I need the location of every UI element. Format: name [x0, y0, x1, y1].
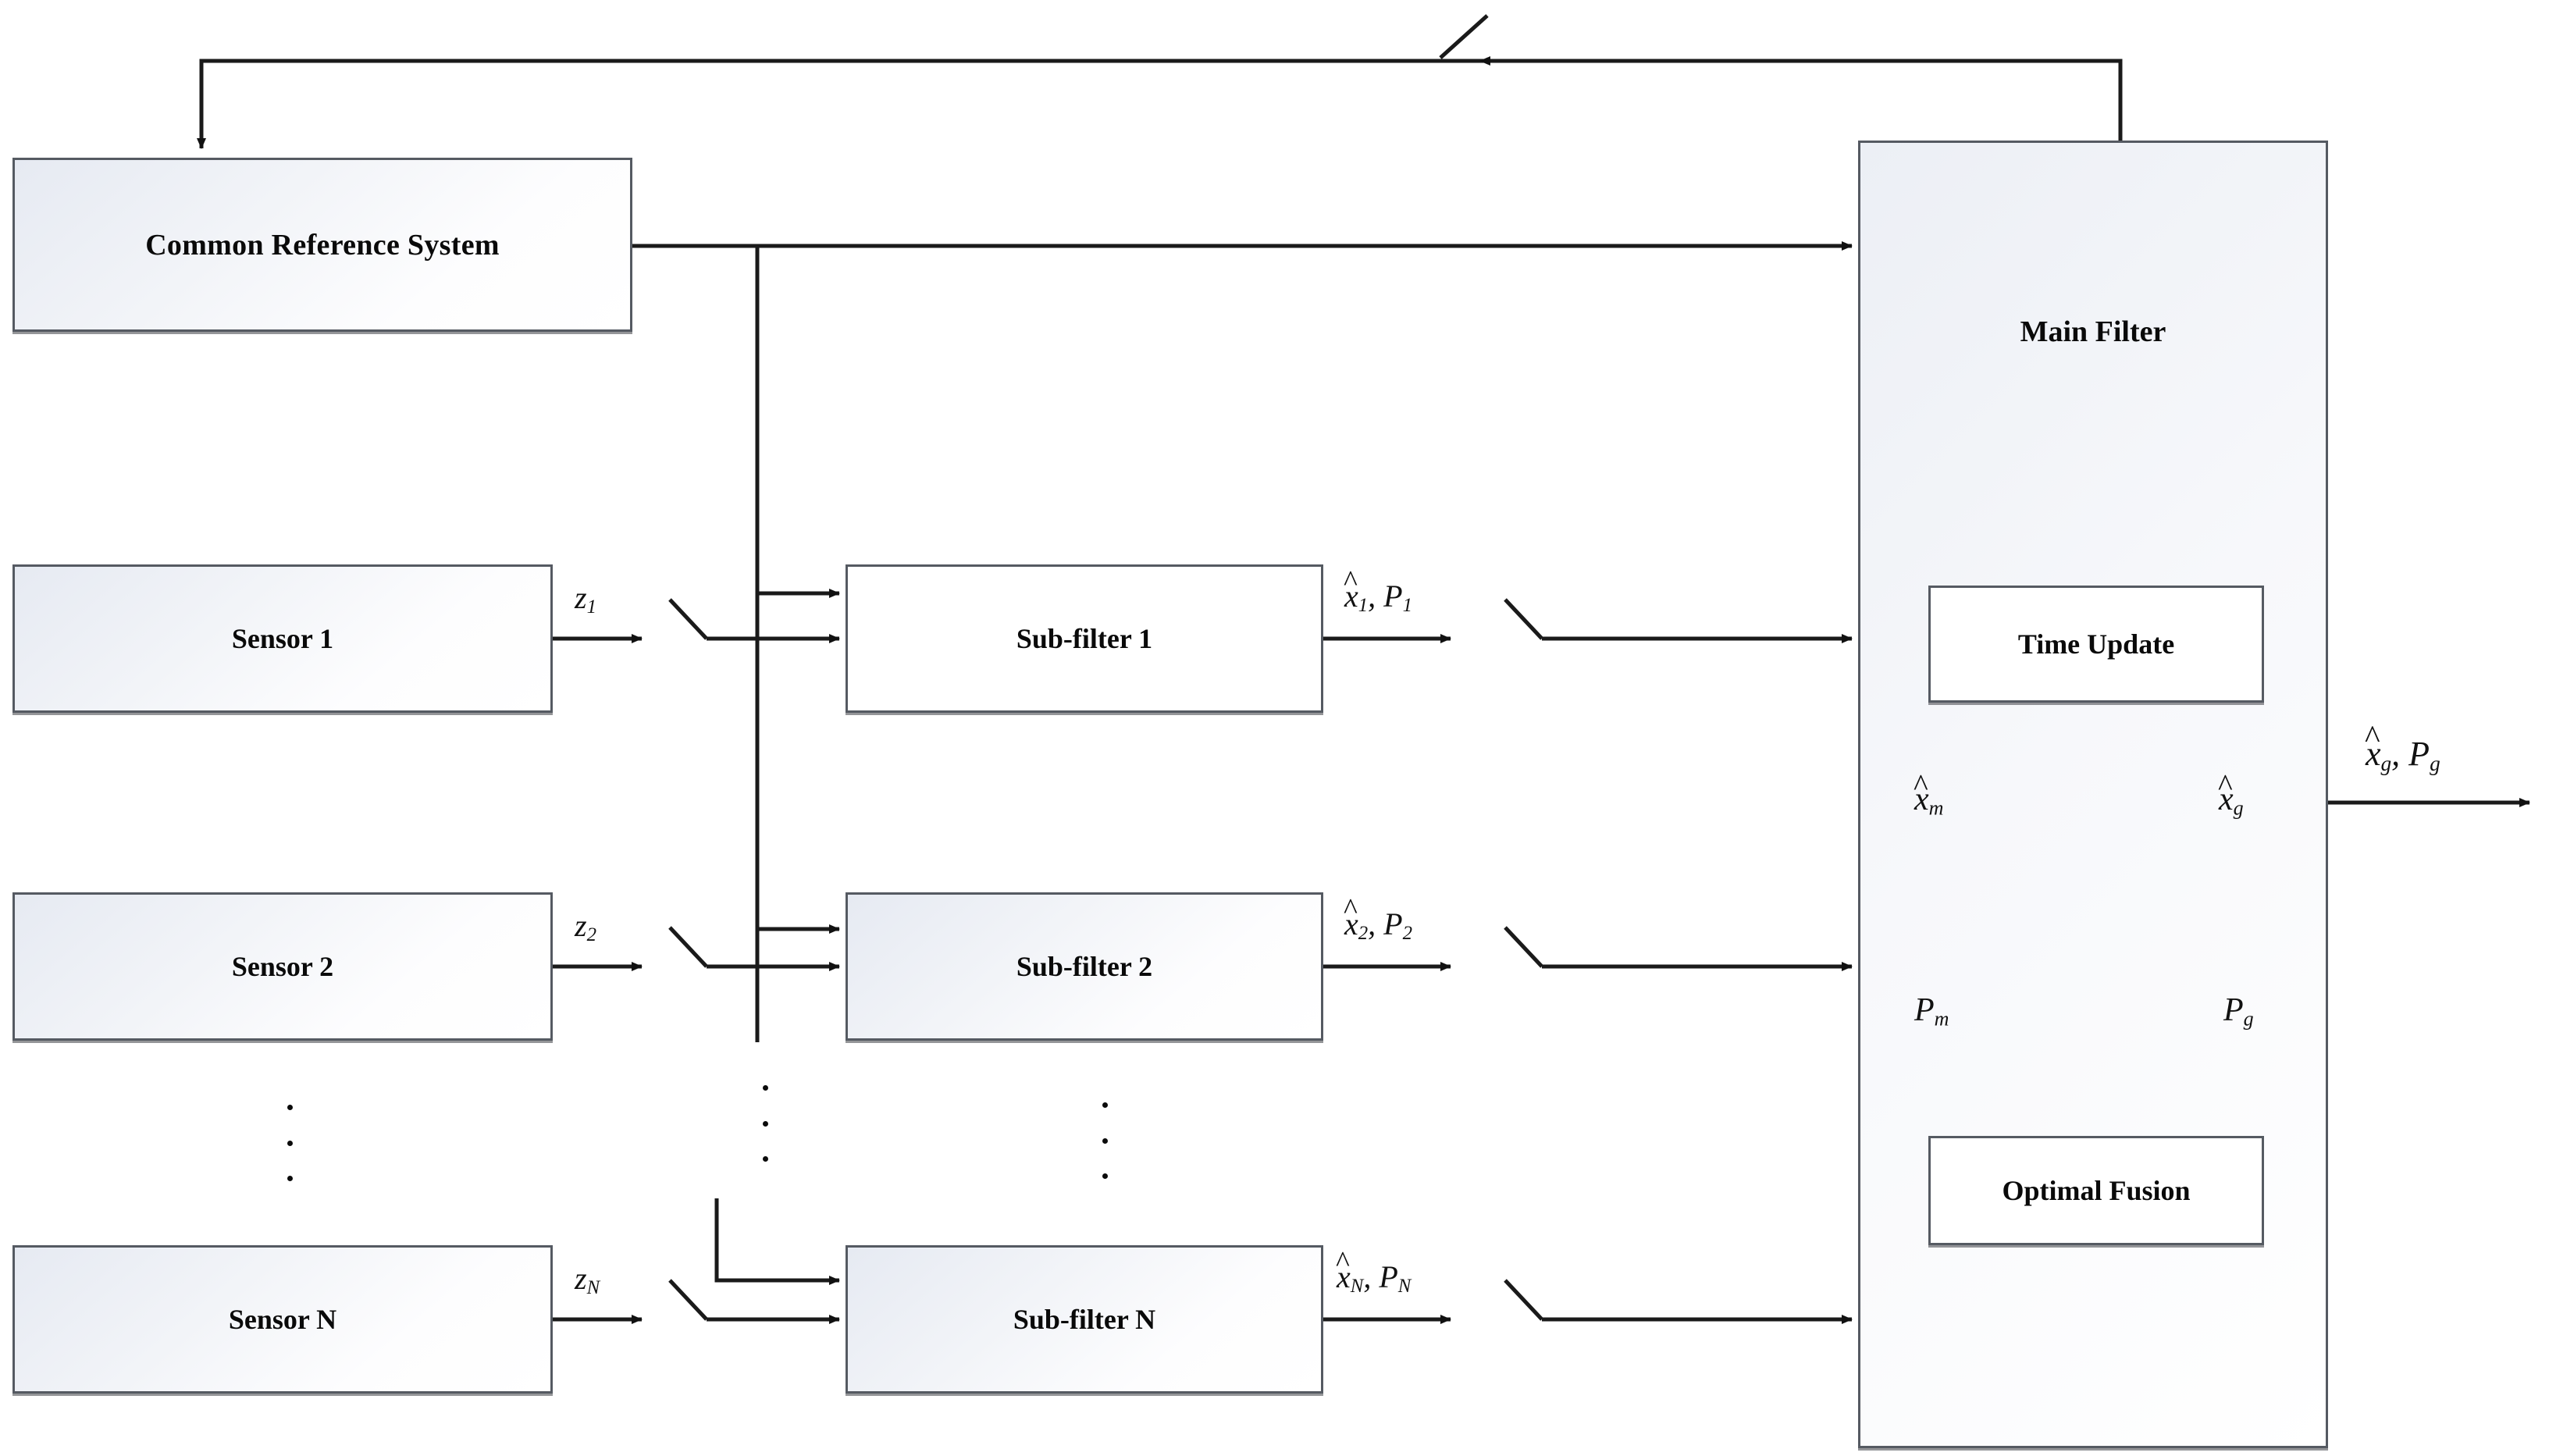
- block-sensor-1[interactable]: Sensor 1: [12, 564, 553, 713]
- block-label-subfilter-2: Sub-filter 2: [1016, 951, 1153, 982]
- signal-label-p-g-feedback: Pg: [2223, 992, 2254, 1031]
- block-label-time-update: Time Update: [2017, 628, 2175, 660]
- block-sensor-2[interactable]: Sensor 2: [12, 892, 553, 1041]
- signal-label-z1: z1: [575, 580, 596, 618]
- block-time-update[interactable]: Time Update: [1928, 586, 2264, 703]
- signal-label-subfilter-1-output: ^x1, P1: [1344, 564, 1413, 617]
- block-label-subfilter-n: Sub-filter N: [1013, 1304, 1156, 1335]
- signal-label-z2: z2: [575, 908, 596, 946]
- signal-label-p-m: Pm: [1914, 992, 1949, 1031]
- block-label-optimal-fusion: Optimal Fusion: [2002, 1175, 2191, 1206]
- switch-symbol-feedback: [1439, 14, 1489, 59]
- feedback-top-path: [197, 14, 2123, 149]
- switch-symbol-sensor-1: [668, 598, 708, 640]
- block-optimal-fusion[interactable]: Optimal Fusion: [1928, 1136, 2264, 1245]
- signal-label-main-filter-output: ^xg, Pg: [2364, 719, 2440, 775]
- switch-symbol-subfilter-n: [1504, 1279, 1543, 1321]
- switch-symbol-sensor-2: [668, 926, 708, 968]
- block-subfilter-n[interactable]: Sub-filter N: [846, 1245, 1323, 1394]
- block-common-reference-system[interactable]: Common Reference System: [12, 158, 632, 332]
- block-subfilter-1[interactable]: Sub-filter 1: [846, 564, 1323, 713]
- signal-label-x-m: ^xm: [1914, 767, 1944, 820]
- block-sensor-n[interactable]: Sensor N: [12, 1245, 553, 1394]
- switch-symbol-subfilter-1: [1504, 598, 1543, 640]
- vertical-ellipsis-sensor-column: [286, 1105, 294, 1181]
- block-label-subfilter-1: Sub-filter 1: [1016, 623, 1153, 654]
- vertical-ellipsis-bus-column: [761, 1085, 769, 1162]
- signal-label-subfilter-2-output: ^x2, P2: [1344, 892, 1413, 945]
- block-label-main-filter: Main Filter: [2020, 315, 2166, 348]
- bus-branch-subfilter-n: [714, 1198, 840, 1285]
- switch-symbol-subfilter-2: [1504, 926, 1543, 968]
- block-label-sensor-2: Sensor 2: [231, 951, 334, 982]
- signal-label-zn: zN: [575, 1261, 600, 1299]
- signal-label-x-g-feedback: ^xg: [2218, 767, 2244, 820]
- block-subfilter-2[interactable]: Sub-filter 2: [846, 892, 1323, 1041]
- vertical-ellipsis-subfilter-column: [1101, 1102, 1109, 1179]
- signal-label-subfilter-n-output: ^xN, PN: [1336, 1245, 1412, 1298]
- block-label-sensor-1: Sensor 1: [231, 623, 334, 654]
- switch-symbol-sensor-n: [668, 1279, 708, 1321]
- block-label-common-reference-system: Common Reference System: [145, 228, 500, 262]
- block-label-sensor-n: Sensor N: [228, 1304, 337, 1335]
